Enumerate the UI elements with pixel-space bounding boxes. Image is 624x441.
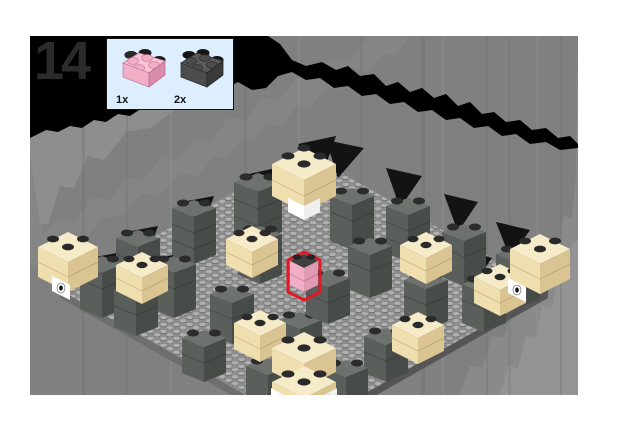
tan-brick [399, 232, 453, 284]
tan-brick-group [37, 144, 571, 395]
eye-pupil [515, 287, 519, 293]
parts-callout-box: 1x 2x [106, 38, 234, 110]
tower [329, 187, 375, 250]
part-quantity-label-2: 2x [174, 94, 187, 106]
eye-white [271, 388, 285, 395]
step-number: 14 [34, 36, 91, 91]
wing [496, 222, 530, 258]
tan-brick [391, 312, 445, 364]
brick-2x2-pink-icon [122, 49, 166, 88]
illustration-panel: 14 [30, 36, 578, 395]
tan-brick-corner-left [37, 232, 99, 300]
tan-brick-front-head [271, 332, 337, 395]
lego-model-svg [37, 136, 571, 395]
tan-brick [233, 310, 287, 362]
tower [181, 329, 227, 382]
tan-brick [271, 144, 337, 220]
tower [305, 269, 351, 324]
tan-brick [225, 226, 279, 278]
part-quantity-label-1: 1x [116, 94, 129, 106]
wing [386, 168, 422, 208]
wing [444, 194, 478, 232]
tan-brick [115, 252, 169, 304]
lego-model-illustration [30, 36, 578, 395]
new-part-highlight [286, 250, 322, 302]
brick-2x2-dark-gray-icon [180, 49, 224, 88]
tan-brick-corner-right [508, 234, 571, 302]
eye-white [323, 388, 337, 395]
eye-pupil [59, 285, 63, 291]
tower [347, 237, 393, 298]
part-slot-pink-brick: 1x [113, 45, 171, 107]
tower [171, 199, 217, 264]
part-slot-gray-brick: 2x [171, 45, 229, 107]
